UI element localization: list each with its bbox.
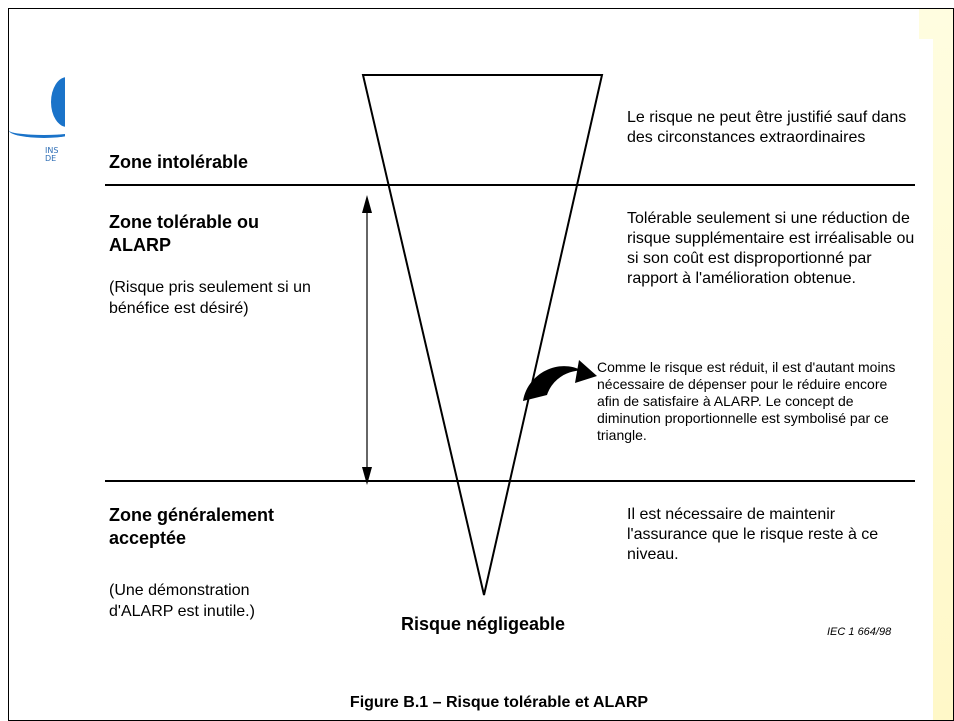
alarp-diagram [105,74,915,596]
organization-logo: INS DE [9,69,83,189]
figure-panel: Zone intolérable Le risque ne peut être … [65,39,933,720]
logo-text: INS DE [45,146,59,163]
iec-reference: IEC 1 664/98 [827,626,892,638]
alarp-range-arrow [362,195,372,485]
risk-triangle [361,74,604,596]
zone-accepted-title: Zone généralement acceptée [109,505,275,548]
zone-alarp-title: Zone tolérable ou ALARP [109,212,260,255]
negligible-risk-label: Risque négligeable [401,614,566,634]
zone-intolerable-title: Zone intolérable [109,152,249,172]
zone-alarp-note: (Risque pris seulement si un bénéfice es… [109,279,311,317]
triangle-explanation-note: Comme le risque est réduit, il est d'aut… [597,359,896,443]
zone-accepted-description: Il est nécessaire de maintenir l'assuran… [627,506,879,563]
curved-arrow-icon [523,360,597,401]
zone-intolerable-description: Le risque ne peut être justifié sauf dan… [627,109,907,146]
zone-accepted-note: (Une démonstration d'ALARP est inutile.) [109,582,255,620]
logo-swoosh-icon [9,123,79,138]
zone-alarp-description: Tolérable seulement si une réduction de … [627,210,915,287]
slide-frame: INS DE Zone intolérable Le risque ne peu… [8,8,954,721]
figure-caption: Figure B.1 – Risque tolérable et ALARP [349,694,649,711]
